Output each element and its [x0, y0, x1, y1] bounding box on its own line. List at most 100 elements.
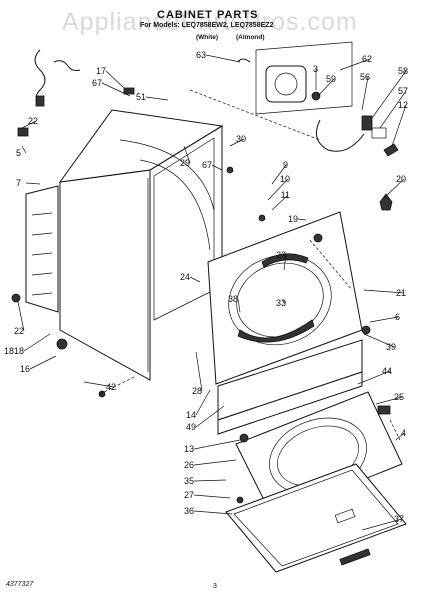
callout-number-67: 67: [92, 78, 102, 88]
model-line: For Models: LEQ7858EW2, LEQ7858EZ2: [140, 22, 274, 29]
callout-number-11: 11: [281, 190, 290, 200]
callout-leader: [281, 299, 287, 304]
callout-number-44: 44: [382, 366, 392, 376]
callout-number-22: 22: [28, 116, 38, 126]
side-panel: [25, 185, 59, 313]
callout-number-56: 56: [360, 72, 370, 82]
variant-almond-label: (Almond): [236, 34, 265, 41]
guide-lines: [99, 89, 401, 441]
callout-leader: [21, 145, 27, 154]
callout-number-26: 26: [184, 460, 194, 470]
callout-number-3: 3: [313, 64, 318, 74]
callout-leader: [193, 479, 227, 482]
callout-number-12: 12: [398, 100, 408, 110]
callout-leader: [379, 90, 407, 129]
callout-leader: [271, 164, 287, 185]
callout-number-27: 27: [184, 490, 194, 500]
callout-leader: [317, 78, 335, 97]
callout-number-59: 59: [326, 74, 336, 84]
callout-number-38: 38: [228, 294, 238, 304]
callout-number-9: 9: [283, 160, 288, 170]
callout-number-37: 37: [394, 514, 404, 524]
callout-leader: [211, 164, 223, 171]
callout-number-51: 51: [136, 92, 146, 102]
callout-number-67: 67: [202, 160, 212, 170]
door-inner-panel: [225, 463, 407, 573]
callout-leader: [363, 333, 395, 348]
callout-number-33: 33: [276, 298, 286, 308]
callout-number-16: 16: [20, 364, 30, 374]
callout-leader: [205, 54, 241, 63]
callout-leader: [183, 145, 191, 164]
callout-leader: [267, 178, 289, 201]
callout-leader: [283, 254, 287, 271]
callout-leader: [195, 405, 225, 428]
callout-leader: [391, 104, 407, 147]
callout-leader: [195, 389, 211, 416]
callout-leader: [375, 396, 403, 405]
variant-white-label: (White): [196, 34, 219, 41]
diagram-title: CABINET PARTS: [157, 9, 259, 21]
callout-number-7: 7: [16, 178, 21, 188]
callout-leader: [193, 459, 237, 466]
page-number: 3: [213, 583, 217, 590]
callout-leader: [395, 432, 405, 441]
callout-number-23: 23: [276, 250, 286, 260]
callout-leader: [361, 518, 403, 531]
callout-number-30: 30: [236, 134, 246, 144]
callout-leader: [193, 439, 241, 450]
callout-leader: [371, 70, 407, 119]
callout-number-42: 42: [106, 382, 116, 392]
callout-number-20: 20: [396, 174, 406, 184]
callout-leader: [271, 194, 289, 211]
callout-leader: [101, 82, 131, 97]
callout-number-39: 39: [386, 342, 396, 352]
front-panel: [207, 211, 363, 385]
part-document-number: 4377327: [6, 581, 34, 588]
cabinet: [58, 109, 224, 381]
callout-leader: [105, 70, 125, 89]
callout-number-18: 18: [14, 346, 24, 356]
callout-number-35: 35: [184, 476, 194, 486]
callout-number-58: 58: [398, 66, 408, 76]
callout-number-4: 4: [401, 428, 406, 438]
toe-panel: [217, 339, 363, 435]
callout-number-10: 10: [280, 174, 290, 184]
callout-leader: [23, 333, 51, 352]
callout-leader: [357, 370, 391, 385]
callout-leader: [363, 289, 405, 294]
callout-leader: [83, 381, 115, 388]
callout-number-24: 24: [180, 272, 190, 282]
callout-leader: [193, 510, 233, 515]
callout-leader: [369, 316, 399, 323]
callout-number-13: 13: [184, 444, 194, 454]
callout-number-6: 6: [395, 312, 400, 322]
callout-leader: [297, 218, 307, 221]
power-cord: [34, 49, 81, 107]
callout-number-29: 29: [180, 158, 190, 168]
callout-number-14: 14: [186, 410, 196, 420]
callout-leader: [21, 120, 37, 129]
callout-leader: [195, 351, 203, 392]
callout-number-63: 63: [196, 50, 206, 60]
callout-leader: [25, 182, 41, 185]
callout-number-62: 62: [362, 54, 372, 64]
callout-leader: [145, 96, 169, 101]
callout-leader: [193, 494, 231, 499]
callout-leader: [237, 298, 241, 313]
callout-number-25: 25: [394, 392, 404, 402]
callout-number-22: 22: [14, 326, 24, 336]
heater-assembly: [237, 41, 353, 115]
callout-number-21: 21: [396, 288, 406, 298]
callout-leader: [189, 276, 201, 283]
callout-number-36: 36: [184, 506, 194, 516]
callout-leader: [29, 355, 57, 370]
watermark: AppliancePartsPros.com: [62, 8, 358, 36]
callout-leader: [17, 301, 25, 332]
callout-number-18: 18: [4, 346, 14, 356]
callout-number-57: 57: [398, 86, 408, 96]
callout-leader: [383, 178, 405, 199]
